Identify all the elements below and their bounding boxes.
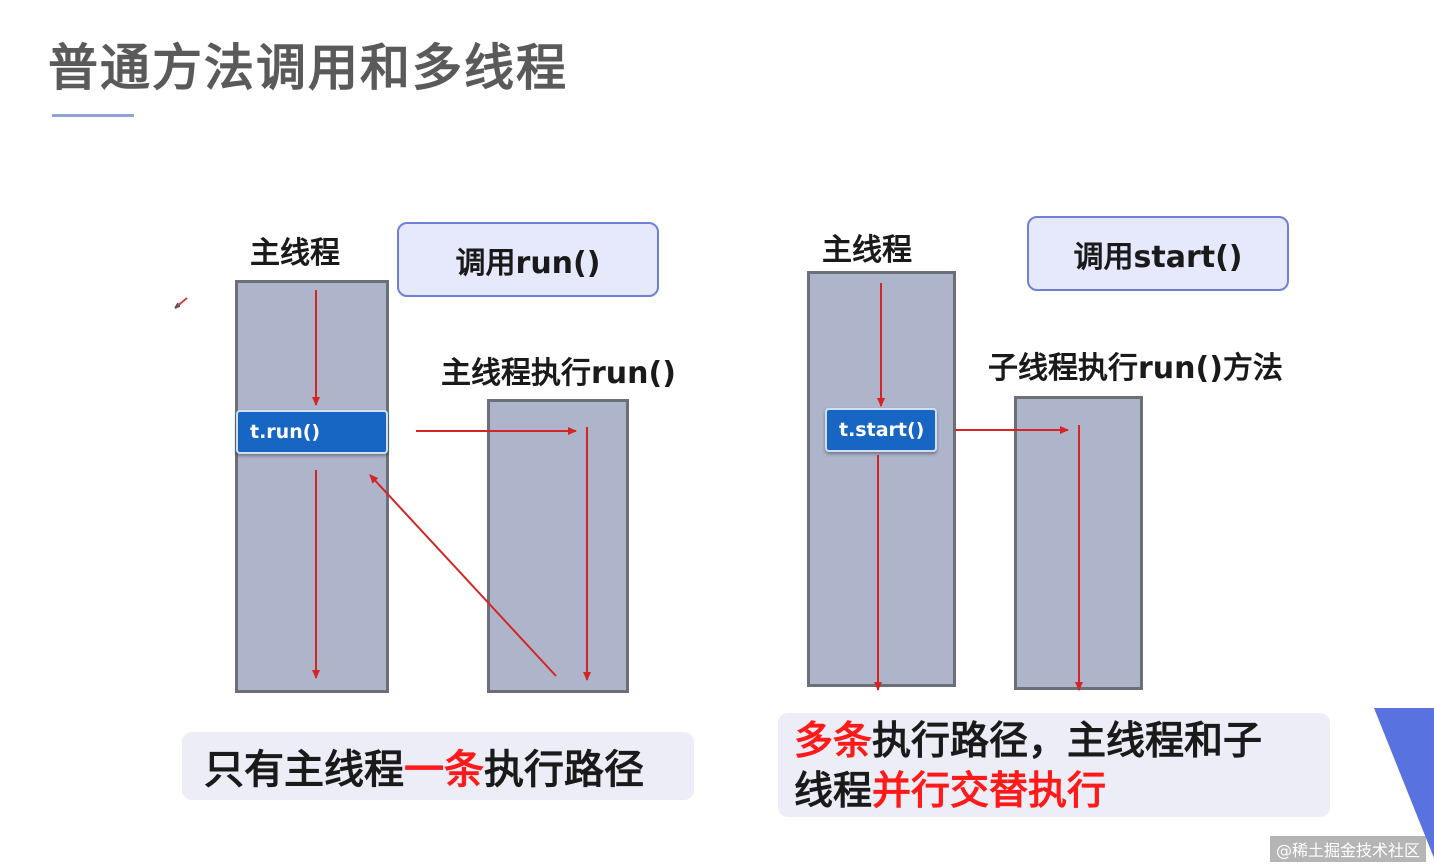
left-return-arrow xyxy=(369,474,557,677)
right-call-start-box: 调用start() xyxy=(1027,216,1289,291)
right-caption-line1-rest: 执行路径，主线程和子 xyxy=(872,719,1263,764)
right-sub-label: 子线程执行run()方法 xyxy=(988,351,1283,386)
t-start-button[interactable]: t.start() xyxy=(825,408,937,452)
left-run-bar xyxy=(487,399,629,693)
right-caption-line2-start: 线程 xyxy=(794,769,873,814)
t-run-button[interactable]: t.run() xyxy=(236,410,388,454)
right-caption-highlight-2: 并行交替执行 xyxy=(872,769,1107,814)
pen-icon xyxy=(174,297,188,309)
watermark: @稀土掘金技术社区 xyxy=(1269,836,1426,862)
page-title: 普通方法调用和多线程 xyxy=(48,39,568,97)
left-caption-part1: 只有主线程 xyxy=(204,747,404,793)
left-caption-part2: 执行路径 xyxy=(484,747,644,793)
left-caption-highlight: 一条 xyxy=(404,747,484,793)
title-underline xyxy=(52,114,134,117)
right-caption-highlight-1: 多条 xyxy=(794,719,873,764)
left-call-run-box: 调用run() xyxy=(397,222,659,297)
left-main-thread-label: 主线程 xyxy=(250,236,340,271)
right-main-thread-label: 主线程 xyxy=(822,233,912,268)
corner-decoration xyxy=(1374,708,1434,858)
left-sub-label: 主线程执行run() xyxy=(441,356,676,391)
right-caption-line2: 线程并行交替执行 xyxy=(794,767,1330,817)
right-caption: 多条执行路径，主线程和子 线程并行交替执行 xyxy=(778,713,1330,817)
left-main-thread-bar xyxy=(235,280,389,693)
right-caption-line1: 多条执行路径，主线程和子 xyxy=(794,717,1330,767)
left-caption: 只有主线程一条执行路径 xyxy=(182,732,694,800)
